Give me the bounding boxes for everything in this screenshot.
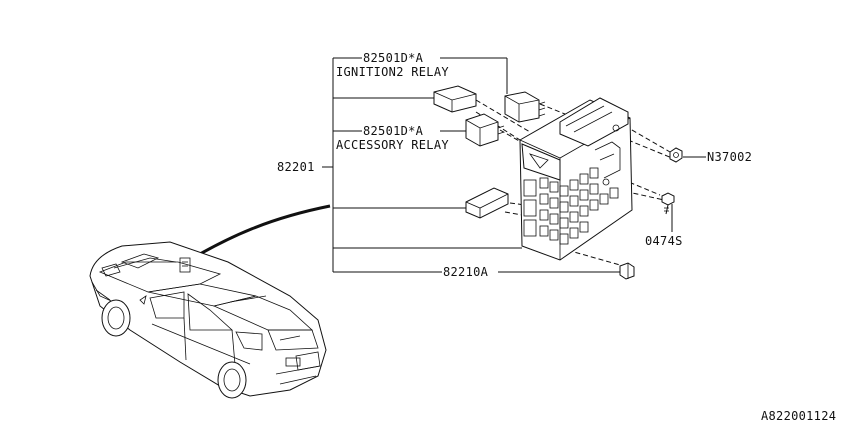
- accessory-relay-part-number: 82501D*A: [363, 124, 424, 138]
- accessory-relay-name: ACCESSORY RELAY: [336, 138, 449, 152]
- bolt-part-number: 0474S: [645, 234, 683, 248]
- fuse-part: [465, 187, 509, 219]
- callout-labels: 82501D*A IGNITION2 RELAY 82501D*A ACCESS…: [277, 51, 836, 423]
- bolt-part: [661, 192, 675, 215]
- fuse-grid: [539, 167, 619, 245]
- fuse-box-part: [519, 97, 633, 261]
- ignition-relay-name: IGNITION2 RELAY: [336, 65, 449, 79]
- ignition-relay-part: [504, 91, 546, 123]
- leader-lines: [322, 57, 706, 273]
- nut-part: [669, 147, 683, 163]
- diagram-id: A822001124: [761, 409, 836, 423]
- location-pointer: [185, 204, 331, 264]
- accessory-relay-part: [465, 113, 505, 147]
- relay-cube-part: [433, 85, 477, 113]
- ignition-relay-part-number: 82501D*A: [363, 51, 424, 65]
- nut-part-number: N37002: [707, 150, 752, 164]
- fuse-box-part-number: 82201: [277, 160, 315, 174]
- clip-part-number: 82210A: [443, 265, 489, 279]
- clip-part: [619, 262, 635, 280]
- car-illustration: [89, 241, 327, 399]
